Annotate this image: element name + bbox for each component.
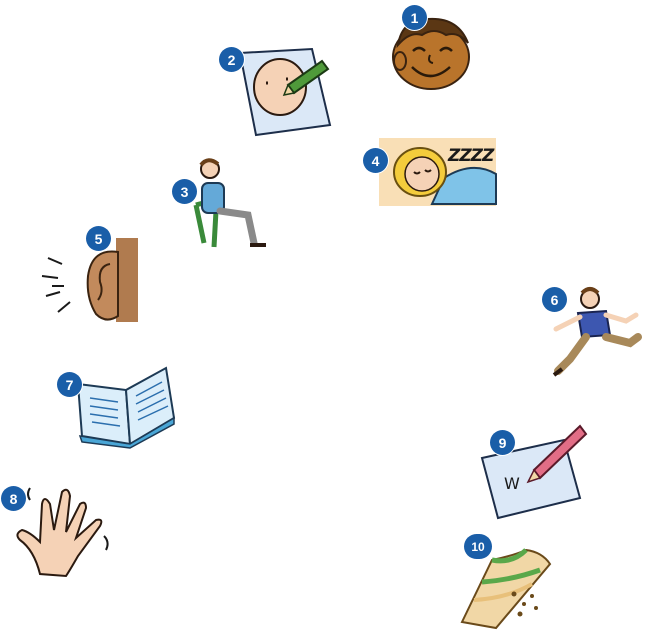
running-person-icon	[552, 287, 642, 377]
number-badge-2: 2	[219, 47, 244, 72]
ear-icon	[41, 238, 138, 322]
drawing-face-icon	[238, 47, 332, 137]
handwritten-letter: W	[504, 474, 520, 493]
number-badge-10: 10	[464, 534, 492, 559]
number-badge-8: 8	[1, 486, 26, 511]
item-7: 7	[56, 362, 178, 449]
number-badge-9: 9	[490, 430, 515, 455]
item-10: 10	[452, 534, 572, 630]
item-4: 4 ZZZZ	[362, 138, 498, 206]
number-badge-7: 7	[57, 372, 82, 397]
writing-pencil-icon	[480, 424, 588, 520]
item-1: 1	[388, 5, 478, 95]
number-badge-4: 4	[363, 148, 388, 173]
number-badge-3: 3	[172, 179, 197, 204]
item-5: 5	[38, 226, 142, 328]
number-badge-6: 6	[542, 287, 567, 312]
waving-hand-icon	[16, 487, 109, 578]
sandwich-icon	[460, 548, 552, 630]
number-badge-5: 5	[86, 226, 111, 251]
item-3: 3	[170, 155, 275, 255]
number-badge-1: 1	[402, 5, 427, 30]
snore-text: ZZZZ	[448, 146, 494, 166]
open-book-icon	[76, 366, 176, 449]
item-9: 9 W	[468, 418, 592, 522]
sitting-person-icon	[193, 158, 266, 248]
sleeping-person-icon	[379, 138, 497, 206]
item-8: 8	[0, 484, 114, 578]
item-6: 6	[540, 285, 646, 383]
item-2: 2	[218, 45, 333, 137]
